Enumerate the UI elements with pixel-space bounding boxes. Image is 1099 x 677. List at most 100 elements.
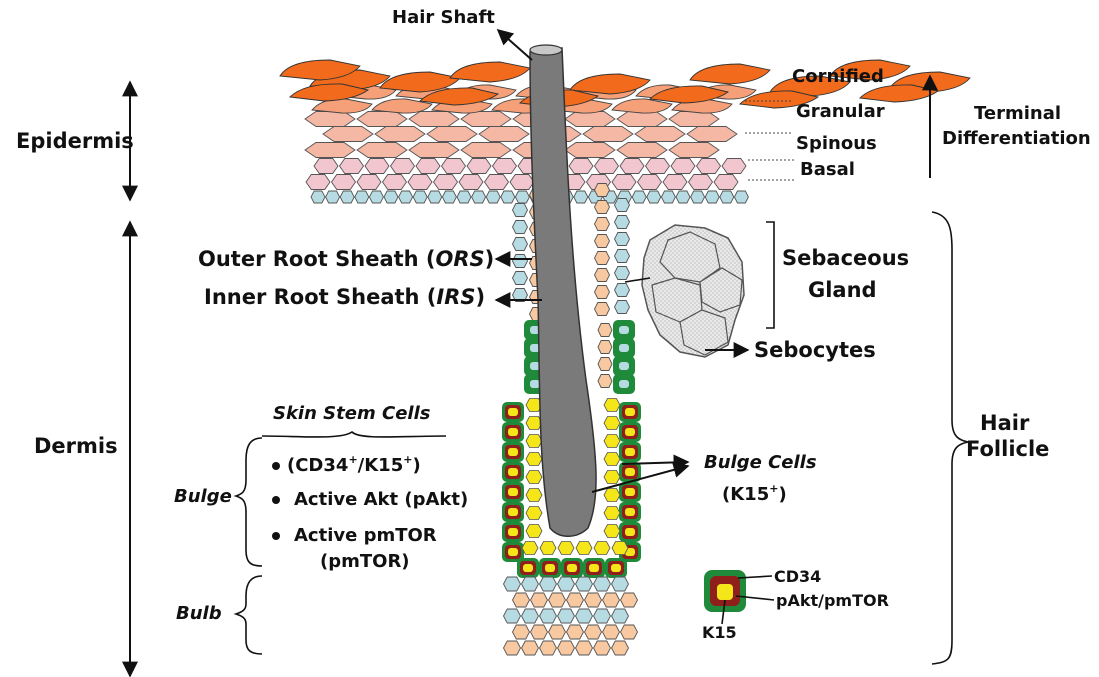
- bulb-cell: [558, 641, 575, 655]
- follicle-cell: [595, 201, 610, 214]
- basal-cell: [332, 175, 356, 190]
- bulb-cell: [594, 609, 611, 623]
- follicle-cell: [615, 301, 630, 314]
- basal-cell: [416, 159, 440, 174]
- basal-cell: [311, 191, 325, 203]
- bulge-cells-label: Bulge Cells: [704, 452, 817, 473]
- basal-cell: [676, 191, 690, 203]
- bulge-cells-k15-label: (K15+): [722, 482, 787, 505]
- basal-cell: [663, 175, 687, 190]
- basal-cell: [467, 159, 491, 174]
- bulb-cell: [513, 625, 530, 639]
- basal-cell: [661, 191, 675, 203]
- bulb-cell: [603, 593, 620, 607]
- basal-cell: [569, 159, 593, 174]
- bulb-cell: [549, 593, 566, 607]
- spinous-cell: [669, 143, 719, 158]
- basal-cell: [647, 191, 661, 203]
- bullet-2: Active Akt (pAkt): [294, 489, 468, 510]
- basal-cell: [722, 159, 746, 174]
- bulb-cell: [504, 641, 521, 655]
- differentiation-label: Differentiation: [942, 128, 1091, 149]
- hair-follicle-label-1: Hair: [980, 411, 1030, 435]
- spinous-cell: [409, 143, 459, 158]
- basal-cell: [720, 191, 734, 203]
- bulb-cell: [594, 641, 611, 655]
- spinous-cell: [323, 127, 373, 142]
- bulb-cell: [576, 577, 593, 591]
- sebaceous-gland: [625, 225, 744, 357]
- bulge-label: Bulge: [174, 486, 232, 507]
- basal-cell: [632, 191, 646, 203]
- basal-cell: [646, 159, 670, 174]
- bullet-1: (CD34+/K15+): [287, 453, 421, 476]
- sebaceous-label-2: Gland: [808, 278, 877, 302]
- bulge-bracket: [236, 438, 262, 566]
- follicle-cell: [598, 324, 612, 337]
- basal-cell: [365, 159, 389, 174]
- bulb-cell: [513, 593, 530, 607]
- basal-cell: [501, 191, 515, 203]
- basal-cell: [510, 175, 534, 190]
- hair-follicle-label-2: Follicle: [966, 437, 1049, 461]
- stem-cells-brace: [262, 432, 446, 437]
- basal-cell: [515, 191, 529, 203]
- basal-cell: [355, 191, 369, 203]
- spinous-cell: [357, 112, 407, 127]
- legend-pakt-label: pAkt/pmTOR: [776, 591, 889, 610]
- hair-shaft-arrow: [498, 30, 532, 60]
- spinous-cell: [565, 112, 615, 127]
- follicle-cell: [513, 221, 528, 234]
- cornified-label: Cornified: [792, 66, 884, 87]
- hair-shaft-label: Hair Shaft: [392, 7, 495, 28]
- basal-cell: [306, 175, 330, 190]
- spinous-cell: [461, 143, 511, 158]
- follicle-cell: [595, 235, 610, 248]
- spinous-cell: [305, 143, 355, 158]
- basal-cell: [493, 159, 517, 174]
- basal-cell: [705, 191, 719, 203]
- basal-cell: [638, 175, 662, 190]
- follicle-cell: [615, 233, 630, 246]
- follicle-cell: [595, 184, 610, 197]
- bulb-cell: [603, 625, 620, 639]
- bulb-cell: [549, 625, 566, 639]
- follicle-cell: [615, 284, 630, 297]
- follicle-cell: [595, 252, 610, 265]
- basal-cell: [612, 175, 636, 190]
- bulb-cell: [540, 577, 557, 591]
- bulb-cell: [531, 593, 548, 607]
- follicle-cell: [513, 255, 528, 268]
- bulb-bracket: [236, 576, 262, 654]
- basal-cell: [485, 175, 509, 190]
- basal-cell: [434, 175, 458, 190]
- spinous-label: Spinous: [796, 133, 877, 154]
- follicle-cell: [615, 267, 630, 280]
- basal-cell: [442, 159, 466, 174]
- follicle-cell: [595, 269, 610, 282]
- bulb-cell: [522, 609, 539, 623]
- spinous-cell: [357, 143, 407, 158]
- basal-cell: [734, 191, 748, 203]
- follicle-cell: [595, 218, 610, 231]
- bullet-dot-3: [272, 532, 280, 540]
- sebaceous-label-1: Sebaceous: [782, 246, 909, 270]
- spinous-cell: [583, 127, 633, 142]
- cornified-cell: [690, 64, 770, 84]
- bulb-cell: [576, 609, 593, 623]
- bulb-cell: [531, 625, 548, 639]
- basal-cell: [620, 159, 644, 174]
- bulb-cell: [612, 577, 629, 591]
- basal-cell: [691, 191, 705, 203]
- granular-label: Granular: [796, 101, 885, 122]
- bullet-3a: Active pmTOR: [294, 525, 437, 546]
- hair-follicle-bracket: [932, 212, 968, 664]
- terminal-label: Terminal: [974, 103, 1061, 124]
- ors-label: Outer Root Sheath (ORS): [198, 247, 494, 271]
- spinous-cell: [375, 127, 425, 142]
- bulb-cell: [612, 641, 629, 655]
- basal-cell: [714, 175, 738, 190]
- basal-cell: [399, 191, 413, 203]
- basal-cell: [340, 159, 364, 174]
- basal-cell: [595, 159, 619, 174]
